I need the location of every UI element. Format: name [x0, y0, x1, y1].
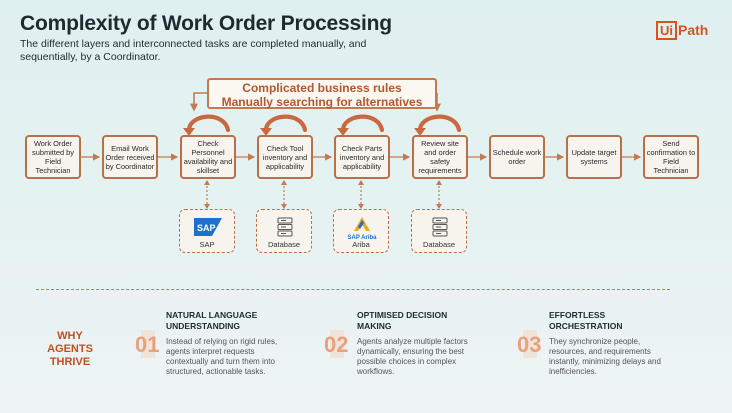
- loop-arrowhead: [183, 128, 195, 136]
- feature-number: 01: [135, 332, 160, 357]
- rules-connector-left: [190, 92, 207, 112]
- rules-line-1: Complicated business rules: [242, 81, 402, 95]
- feature-number: 03: [517, 332, 542, 357]
- sap-logo-text: SAP: [197, 223, 216, 233]
- loop-arrow: [263, 114, 308, 135]
- loop-arrowhead: [337, 128, 349, 136]
- ariba-logo-text: SAP Ariba: [347, 235, 377, 241]
- logo-ui-mark: Ui: [656, 20, 677, 40]
- system-label: Ariba: [352, 240, 370, 249]
- step-send-confirmation: Send confirmation to Field Technician: [643, 135, 699, 179]
- step-work-order-submitted: Work Order submitted by Field Technician: [25, 135, 81, 179]
- system-sap: SAP SAP: [179, 209, 235, 253]
- rules-line-2: Manually searching for alternatives: [221, 95, 423, 109]
- system-label: Database: [422, 240, 456, 249]
- page-subtitle: The different layers and interconnected …: [20, 38, 367, 63]
- sap-logo: SAP: [194, 218, 222, 236]
- step-schedule: Schedule work order: [489, 135, 545, 179]
- number-backdrop: [330, 330, 344, 358]
- loop-arrow: [186, 114, 231, 135]
- system-label: SAP: [199, 240, 215, 249]
- step-review-safety: Review site and order safety requirement…: [412, 135, 468, 179]
- feature-title: NATURAL LANGUAGE UNDERSTANDING: [166, 310, 258, 331]
- why-agents-thrive-label: WHY AGENTS THRIVE: [47, 330, 93, 368]
- logo-path-text: Path: [678, 22, 709, 38]
- feature-title: EFFORTLESS ORCHESTRATION: [549, 310, 623, 331]
- system-database-2: Database: [411, 209, 467, 253]
- loop-arrow: [417, 114, 462, 135]
- number-backdrop: [141, 330, 155, 358]
- ariba-logo: SAP Ariba: [347, 217, 377, 241]
- uipath-logo: Ui Path: [656, 20, 708, 40]
- number-backdrop: [523, 330, 537, 358]
- loop-arrow: [340, 114, 385, 135]
- step-email-received: Email Work Order received by Coordinator: [102, 135, 158, 179]
- loop-arrowhead: [414, 128, 426, 136]
- feature-description: They synchronize people, resources, and …: [549, 337, 661, 376]
- page-title: Complexity of Work Order Processing: [20, 12, 392, 35]
- system-database-1: Database: [256, 209, 312, 253]
- feature-number: 02: [324, 332, 349, 357]
- feature-title: OPTIMISED DECISION MAKING: [357, 310, 448, 331]
- feature-description: Agents analyze multiple factors dynamica…: [357, 337, 468, 376]
- database-icon: [432, 217, 448, 237]
- step-check-personnel: Check Personnel availability and skillse…: [180, 135, 236, 179]
- business-rules-box: Complicated business rules Manually sear…: [207, 78, 437, 109]
- step-update-systems: Update target systems: [566, 135, 622, 179]
- step-check-tool: Check Tool inventory and applicability: [257, 135, 313, 179]
- step-check-parts: Check Parts inventory and applicability: [334, 135, 390, 179]
- section-divider: [36, 289, 670, 290]
- loop-arrowhead: [260, 128, 272, 136]
- database-icon: [277, 217, 293, 237]
- system-label: Database: [267, 240, 301, 249]
- feature-description: Instead of relying on rigid rules, agent…: [166, 337, 278, 376]
- system-ariba: SAP Ariba Ariba: [333, 209, 389, 253]
